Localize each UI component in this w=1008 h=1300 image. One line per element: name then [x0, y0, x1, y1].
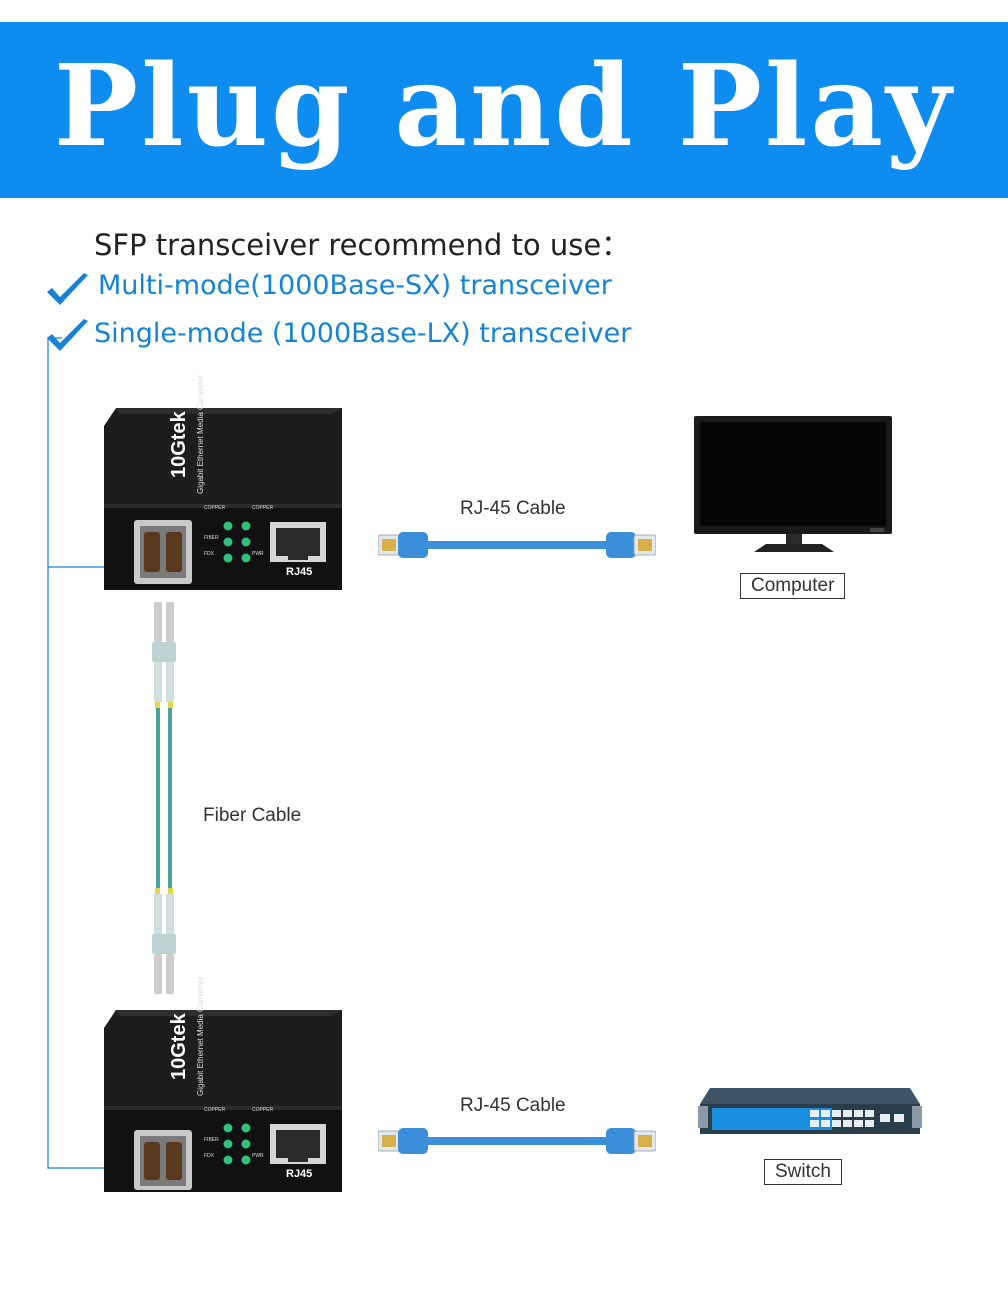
brand-logo: 10Gtek [168, 1013, 190, 1080]
network-switch-icon [698, 1084, 922, 1142]
led-label: COPPER [204, 505, 226, 511]
fiber-cable [146, 602, 182, 996]
option-multi-mode: Multi-mode(1000Base-SX) transceiver [98, 270, 612, 301]
media-converter-top: 10Gtek Gigabit Ethernet Media Converter … [104, 375, 344, 590]
led-label: COPPER [252, 505, 274, 511]
option-single-mode: Single-mode (1000Base-LX) transceiver [94, 318, 632, 349]
title-banner: Plug and Play [0, 22, 1008, 198]
switch-label: Switch [764, 1159, 842, 1185]
media-converter-bottom: 10Gtek Gigabit Ethernet Media Converter … [104, 977, 344, 1192]
computer-monitor-icon [694, 416, 894, 556]
led-label: PWR [252, 551, 264, 557]
led-label: FDX [204, 551, 214, 557]
fiber-cable-label: Fiber Cable [203, 805, 302, 826]
led-label: PWR [252, 1153, 264, 1159]
intro-text: SFP transceiver recommend to use： [94, 228, 631, 262]
led-label: COPPER [252, 1107, 274, 1113]
check-icon [44, 272, 90, 308]
converter-subtitle: Gigabit Ethernet Media Converter [196, 374, 205, 494]
led-label: COPPER [204, 1107, 226, 1113]
rj45-cable-label-bottom: RJ-45 Cable [460, 1095, 566, 1116]
rj45-port-label: RJ45 [286, 566, 313, 578]
converter-subtitle: Gigabit Ethernet Media Converter [196, 976, 205, 1096]
led-label: FDX [204, 1153, 214, 1159]
led-label: FIBER [204, 535, 219, 541]
rj45-cable-top [378, 528, 656, 562]
page-title: Plug and Play [53, 41, 955, 172]
check-icon [44, 318, 90, 354]
rj45-cable-label-top: RJ-45 Cable [460, 498, 566, 519]
brand-logo: 10Gtek [168, 411, 190, 478]
computer-label: Computer [740, 573, 846, 599]
led-label: FIBER [204, 1137, 219, 1143]
rj45-port-label: RJ45 [286, 1168, 313, 1180]
rj45-cable-bottom [378, 1124, 656, 1158]
